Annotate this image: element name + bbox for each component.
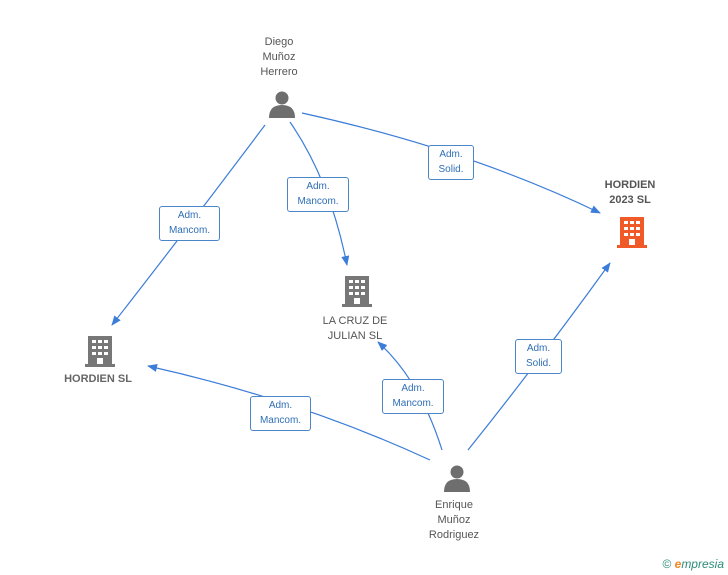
edge-label-diego-hordien[interactable]: Adm. Mancom. xyxy=(159,206,220,241)
building-icon[interactable] xyxy=(341,274,373,308)
edge-label-line1: Adm. xyxy=(526,343,551,354)
edge-label-enrique-hordien2023[interactable]: Adm. Solid. xyxy=(515,339,562,374)
node-label-line: Rodriguez xyxy=(428,529,480,541)
edge-label-line2: Solid. xyxy=(525,358,551,369)
edge-label-line2: Mancom. xyxy=(168,225,211,236)
node-label-line: Herrero xyxy=(260,66,298,78)
edge-label-line1: Adm. xyxy=(401,383,425,394)
brand-logo-e: e xyxy=(674,557,682,571)
node-label-line: Muñoz xyxy=(437,514,471,526)
node-label-line: HORDIEN SL xyxy=(64,373,132,385)
node-label-line: Diego xyxy=(264,36,294,48)
node-label-hordien-2023[interactable]: HORDIEN 2023 SL xyxy=(585,178,675,208)
edge-label-diego-hordien2023[interactable]: Adm. Solid. xyxy=(428,145,474,180)
node-label-line: JULIAN SL xyxy=(327,330,383,342)
node-label-line: 2023 SL xyxy=(609,194,651,206)
node-label-line: LA CRUZ DE xyxy=(322,315,388,327)
edge-label-enrique-lacruz[interactable]: Adm. Mancom. xyxy=(382,379,444,414)
node-label-line: Enrique xyxy=(435,499,473,511)
edge-label-line1: Adm. xyxy=(306,181,330,192)
edge-label-line1: Adm. xyxy=(268,400,293,411)
edge-label-enrique-hordien[interactable]: Adm. Mancom. xyxy=(250,396,311,431)
copyright-icon: © xyxy=(662,557,672,571)
edge-label-line2: Mancom. xyxy=(259,415,302,426)
edge-label-line2: Solid. xyxy=(438,164,464,175)
node-label-enrique[interactable]: Enrique Muñoz Rodriguez xyxy=(409,498,499,543)
node-label-line: Muñoz xyxy=(262,51,296,63)
node-label-diego[interactable]: Diego Muñoz Herrero xyxy=(239,35,319,80)
building-icon[interactable] xyxy=(616,215,648,249)
edge-label-line2: Mancom. xyxy=(297,196,339,207)
node-label-hordien[interactable]: HORDIEN SL xyxy=(48,372,148,387)
person-icon[interactable] xyxy=(443,464,471,492)
edge-label-diego-lacruz[interactable]: Adm. Mancom. xyxy=(287,177,349,212)
node-label-line: HORDIEN xyxy=(604,179,656,191)
building-icon[interactable] xyxy=(84,334,116,368)
brand-logo-text: mpresia xyxy=(681,557,724,571)
person-icon[interactable] xyxy=(268,90,296,118)
empresia-footer[interactable]: © empresia xyxy=(662,557,724,571)
edge-label-line1: Adm. xyxy=(439,149,463,160)
edge-label-line1: Adm. xyxy=(177,210,202,221)
node-label-la-cruz[interactable]: LA CRUZ DE JULIAN SL xyxy=(305,314,405,344)
edge-label-line2: Mancom. xyxy=(392,398,434,409)
